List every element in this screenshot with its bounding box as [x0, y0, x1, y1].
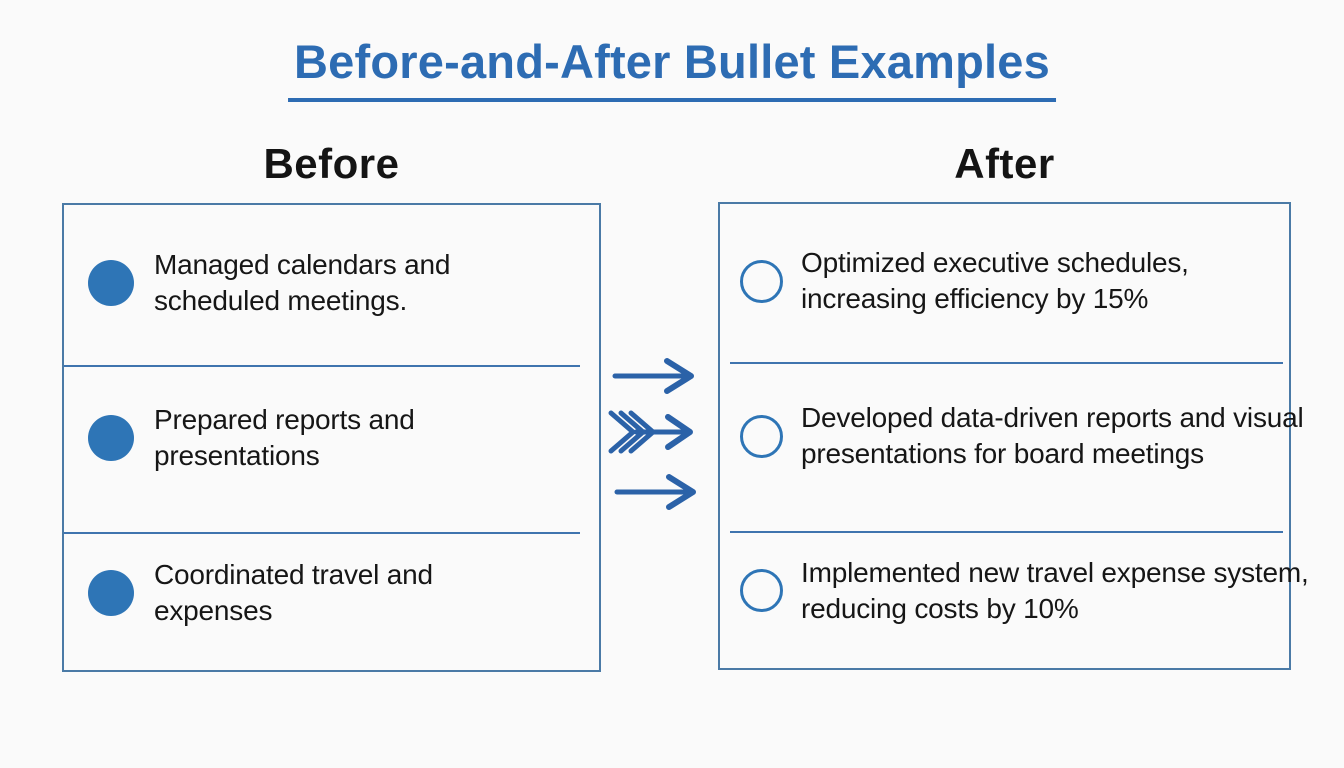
divider — [64, 365, 580, 367]
filled-bullet-icon — [88, 259, 134, 306]
bullet-item: Managed calendars and scheduled meetings… — [64, 205, 599, 360]
after-panel: Optimized executive schedules, increasin… — [718, 202, 1309, 670]
bullet-text: Coordinated travel and expenses — [154, 557, 433, 629]
page-title: Before-and-After Bullet Examples — [288, 34, 1056, 102]
bullet-item: Coordinated travel and expenses — [64, 515, 599, 670]
bullet-line: reducing costs by 10% — [801, 592, 1079, 624]
bullet-text: Optimized executive schedules, increasin… — [801, 245, 1189, 317]
bullet-line: Implemented new travel expense system, — [801, 556, 1309, 588]
before-bullet-list: Managed calendars and scheduled meetings… — [64, 205, 599, 670]
bullet-item: Prepared reports and presentations — [64, 360, 599, 515]
before-column-heading: Before — [263, 140, 400, 187]
divider — [64, 532, 580, 534]
bullet-text: Managed calendars and scheduled meetings… — [154, 247, 450, 319]
after-bullet-list: Optimized executive schedules, increasin… — [720, 204, 1309, 668]
outline-bullet-icon — [740, 569, 783, 613]
bullet-line: presentations for board meetings — [801, 438, 1204, 469]
bullet-line: expenses — [154, 594, 273, 626]
bullet-line: Optimized executive schedules, — [801, 247, 1189, 279]
bullet-item: Implemented new travel expense system, r… — [720, 513, 1309, 668]
arrow-right-icon — [612, 358, 694, 394]
bullet-text: Prepared reports and presentations — [154, 402, 415, 474]
bullet-line: Developed data-driven reports and visual — [801, 402, 1304, 433]
triple-fletched-arrow-right-icon — [608, 410, 693, 454]
bullet-item: Optimized executive schedules, increasin… — [720, 204, 1289, 359]
bullet-text: Implemented new travel expense system, r… — [801, 555, 1309, 627]
bullet-line: Coordinated travel and — [154, 558, 433, 590]
divider — [730, 362, 1283, 364]
filled-bullet-icon — [88, 569, 134, 616]
divider — [730, 531, 1283, 533]
bullet-item: Developed data-driven reports and visual… — [720, 359, 1304, 514]
bullet-line: presentations — [154, 439, 320, 471]
after-column-heading: After — [954, 140, 1055, 187]
bullet-line: scheduled meetings. — [154, 284, 408, 316]
arrow-right-icon — [614, 474, 696, 510]
bullet-line: Managed calendars and — [154, 248, 451, 280]
bullet-text: Developed data-driven reports and visual… — [801, 400, 1304, 472]
bullet-line: increasing efficiency by 15% — [801, 283, 1149, 315]
before-panel: Managed calendars and scheduled meetings… — [62, 203, 601, 672]
outline-bullet-icon — [740, 259, 783, 303]
bullet-line: Prepared reports and — [154, 403, 415, 435]
outline-bullet-icon — [740, 414, 783, 458]
filled-bullet-icon — [88, 414, 134, 461]
